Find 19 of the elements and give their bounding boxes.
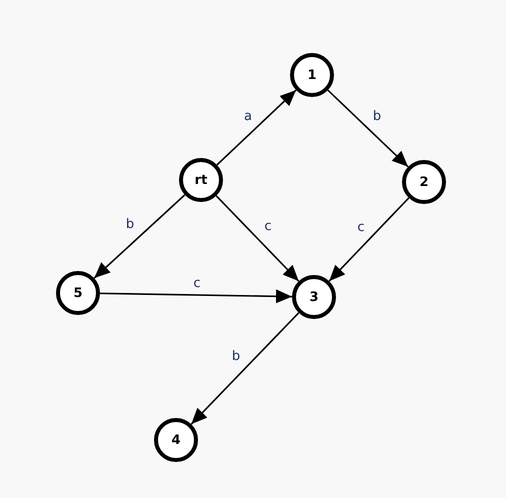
arrow [327,90,409,168]
arrow [328,197,410,282]
state-circle [56,271,100,315]
state-circle [292,275,336,319]
state-circle [179,158,223,202]
node-label: 1 [307,68,317,82]
state-circle [402,160,446,204]
arrow [94,194,186,279]
arrow [216,90,297,166]
arrow [216,195,300,282]
state-circle [290,53,334,97]
arrow [100,289,292,304]
node-label: 5 [73,286,83,300]
node-label: 4 [171,432,181,448]
node-label: rt [194,172,208,188]
state-circle [154,418,198,462]
node-label: 2 [419,174,429,190]
arrow [190,312,300,425]
node-label: 3 [309,290,319,304]
